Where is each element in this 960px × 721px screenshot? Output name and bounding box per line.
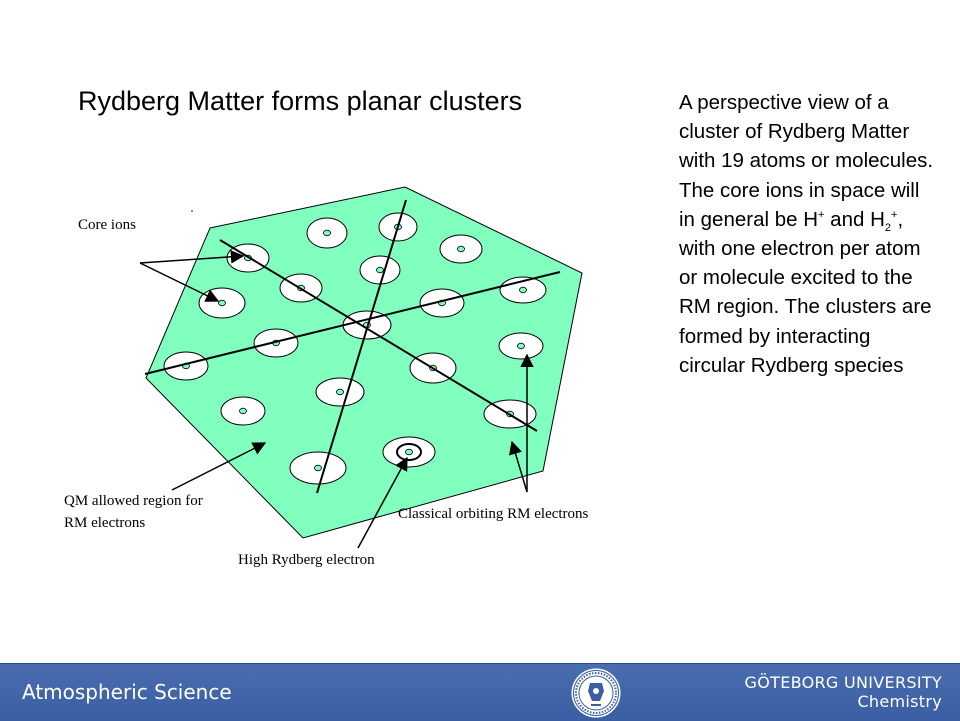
core-ion-16	[239, 407, 247, 415]
desc-sub-2: 2	[884, 221, 892, 234]
dot-mark	[191, 210, 193, 212]
label-qm-region-line2: RM electrons	[64, 515, 145, 531]
core-ion-15	[336, 388, 344, 396]
core-ion-12	[517, 342, 525, 350]
rydberg-cluster-diagram: Core ions QM allowed region for RM elect…	[64, 186, 589, 568]
label-high-rydberg-electron: High Rydberg electron	[238, 552, 375, 568]
desc-part-3: , with one electron per atom or molecule…	[679, 207, 932, 377]
core-ion-18	[405, 448, 413, 456]
cluster-hexagon	[145, 186, 583, 539]
footer-university-name: GÖTEBORG UNIVERSITY	[744, 673, 942, 692]
desc-sup-1: +	[818, 208, 825, 221]
axis-line-3	[144, 271, 561, 375]
high-rydberg-orbit	[396, 443, 422, 461]
label-core-ions: Core ions	[78, 217, 136, 233]
core-ions-arrow-2	[139, 262, 220, 302]
description-text: A perspective view of a cluster of Rydbe…	[679, 88, 934, 380]
core-ion-7	[519, 286, 527, 294]
axis-line-1	[219, 239, 538, 432]
axis-line-2	[316, 199, 407, 494]
university-seal-icon	[571, 668, 621, 718]
core-ions-arrow-1	[139, 250, 245, 264]
desc-sup-2: +	[891, 208, 898, 221]
core-ion-3	[457, 245, 465, 253]
annotation-arrows	[139, 250, 534, 549]
core-ion-1	[323, 229, 331, 237]
footer-faculty: Chemistry	[857, 692, 942, 711]
core-ion-5	[376, 266, 384, 274]
desc-part-1: A perspective view of a cluster of Rydbe…	[679, 91, 934, 231]
classical-arrow-2	[509, 440, 528, 493]
slide-title: Rydberg Matter forms planar clusters	[78, 86, 523, 116]
footer-university: GÖTEBORG UNIVERSITY Chemistry	[745, 673, 942, 711]
footer-department: Atmospheric Science	[22, 680, 232, 704]
core-ion-19	[314, 464, 322, 472]
qm-region-arrow	[171, 442, 267, 491]
cluster-axes	[144, 199, 561, 494]
footer-bar: Atmospheric Science GÖTEBORG UNIVERSITY …	[0, 663, 960, 721]
label-classical-electrons: Classical orbiting RM electrons	[398, 506, 589, 522]
high-rydberg-arrow	[357, 456, 408, 549]
label-qm-region-line1: QM allowed region for	[64, 493, 203, 509]
core-ion-8	[218, 299, 226, 307]
desc-part-2: and H	[824, 207, 885, 231]
